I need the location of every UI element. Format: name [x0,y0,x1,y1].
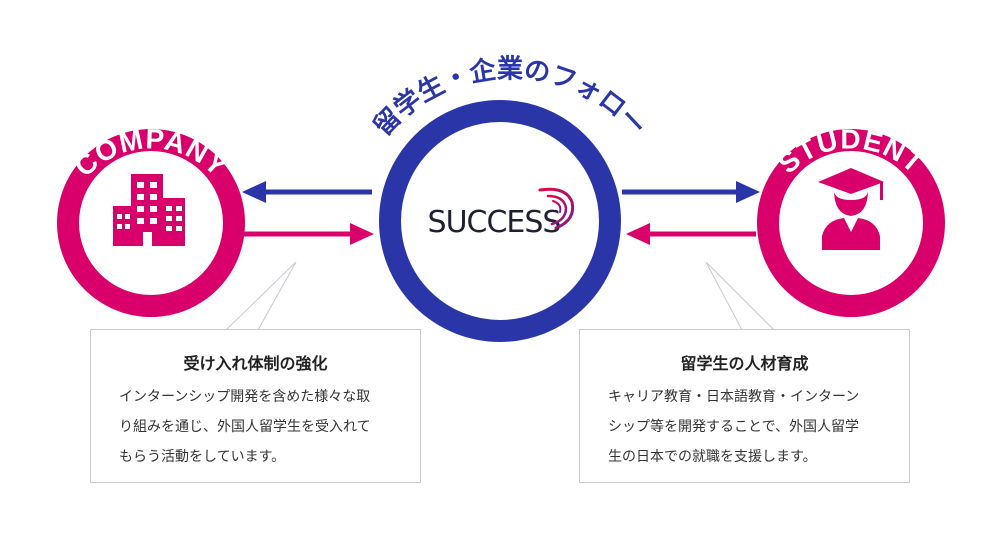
building-icon [113,174,185,246]
right-callout-line: キャリア教育・日本語教育・インターン [608,389,860,405]
right-callout-line: シップ等を開発することで、外国人留学 [608,419,860,435]
left-callout-line: り組みを通じ、外国人留学生を受入れて [119,419,371,435]
success-logo-text: SUCCESS [428,205,561,240]
right-callout-title: 留学生の人材育成 [680,354,809,373]
company-node: COMPANY [57,123,245,317]
left-callout: 受け入れ体制の強化 インターンシップ開発を含めた様々な取 り組みを通じ、外国人留… [90,329,421,483]
left-callout-title: 受け入れ体制の強化 [183,354,328,373]
arrow-to-center-from-company [244,223,374,245]
left-callout-line: もらう活動をしています。 [119,449,286,465]
arrow-to-company [242,181,372,203]
right-callout: 留学生の人材育成 キャリア教育・日本語教育・インターン シップ等を開発することで… [579,329,910,483]
success-node: SUCCESS [379,100,621,342]
right-callout-pointer [705,261,776,331]
right-callout-line: 生の日本での就職を支援します。 [608,449,817,465]
left-callout-pointer [224,261,297,331]
arrow-to-center-from-student [626,223,756,245]
left-callout-line: インターンシップ開発を含めた様々な取 [119,389,371,405]
title-arc: 留学生・企業のフォロー [368,54,652,142]
success-swirl-icon [538,187,575,230]
graduate-icon [818,168,884,250]
student-node: STUDENT [757,124,945,317]
arrow-to-student [622,181,760,203]
